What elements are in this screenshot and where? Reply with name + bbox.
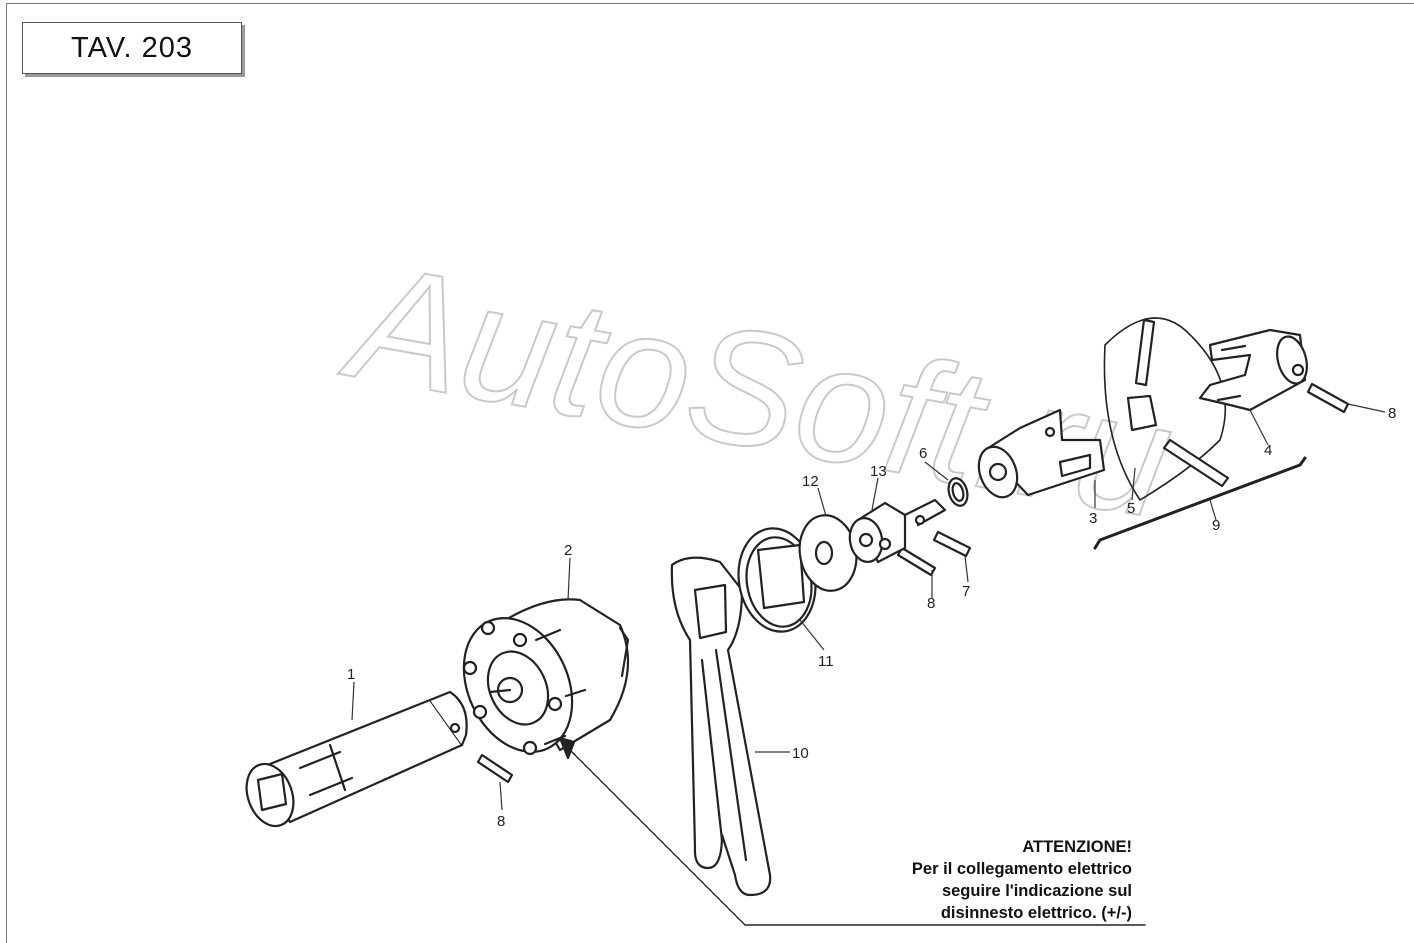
callout-10: 10 xyxy=(792,745,809,762)
group-bracket-9 xyxy=(1093,456,1307,550)
warning-line-1: Per il collegamento elettrico xyxy=(911,860,1132,878)
callout-11: 11 xyxy=(818,653,834,670)
part-8-pin-middle xyxy=(896,546,937,577)
page-frame xyxy=(6,3,1414,943)
callout-12: 12 xyxy=(802,473,819,490)
callout-3: 3 xyxy=(1089,510,1097,527)
part-1-shaft-sleeve xyxy=(245,690,468,828)
callout-8-right: 8 xyxy=(1388,405,1396,422)
callout-8-middle: 8 xyxy=(927,595,935,612)
part-10-wrench xyxy=(670,556,772,897)
part-11-plate xyxy=(737,527,817,633)
callout-4: 4 xyxy=(1264,442,1272,459)
connector-arrow xyxy=(558,736,576,760)
part-2-clutch-unit xyxy=(462,598,630,756)
part-3-yoke xyxy=(977,408,1106,499)
callout-9: 9 xyxy=(1212,517,1220,534)
callout-5: 5 xyxy=(1127,500,1135,517)
warning-line-2: seguire l'indicazione sul xyxy=(941,882,1132,900)
callout-1: 1 xyxy=(347,666,355,683)
part-7-pin xyxy=(932,530,972,558)
callout-8-left: 8 xyxy=(497,813,505,830)
warning-note: ATTENZIONE! Per il collegamento elettric… xyxy=(912,836,1132,924)
callout-2: 2 xyxy=(564,542,572,559)
connector-line xyxy=(564,744,1146,926)
callout-6: 6 xyxy=(919,445,927,462)
table-title-text: TAV. 203 xyxy=(71,31,193,64)
warning-line-3: disinnesto elettrico. (+/-) xyxy=(940,904,1132,922)
part-8-pin-right xyxy=(1306,382,1350,414)
part-8-pin-left xyxy=(476,753,514,784)
callout-7: 7 xyxy=(962,583,970,600)
part-5-spider xyxy=(1103,317,1230,501)
part-4-yoke xyxy=(1198,328,1308,412)
warning-heading: ATTENZIONE! xyxy=(1022,838,1132,856)
part-13-hub xyxy=(848,498,947,564)
table-title: TAV. 203 xyxy=(22,22,242,74)
part-6-snap-ring xyxy=(947,477,969,507)
callout-13: 13 xyxy=(870,463,887,480)
